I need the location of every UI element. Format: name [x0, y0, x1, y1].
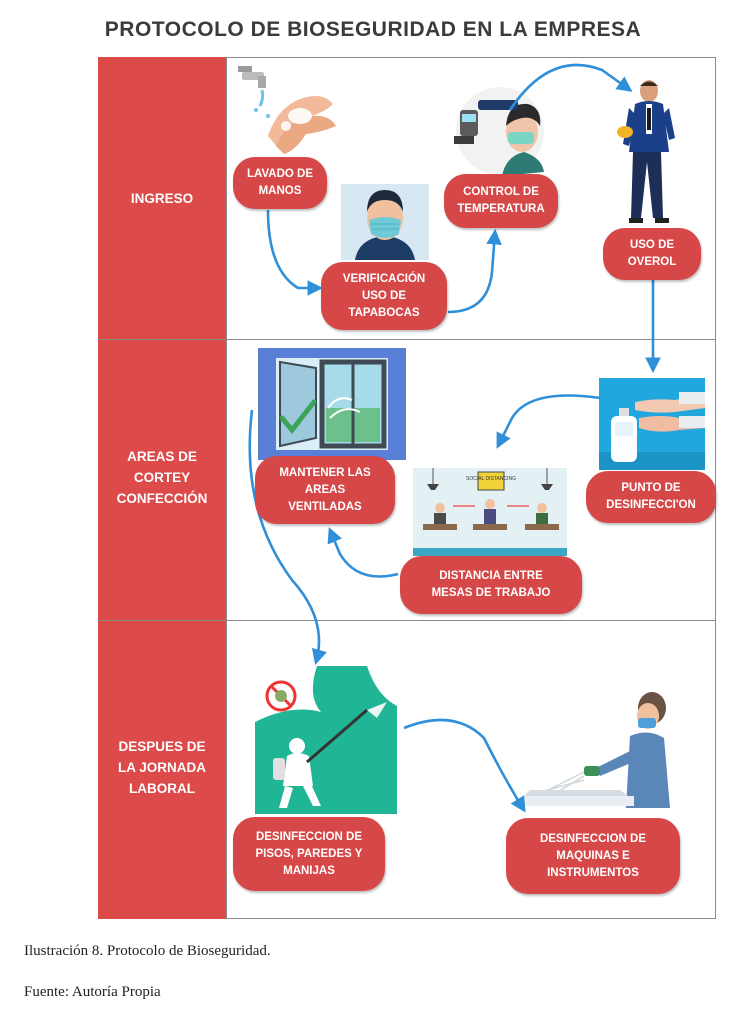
step-lavado-de-manos: LAVADO DE MANOS	[233, 157, 327, 209]
divider	[226, 57, 227, 919]
step-distancia-mesas: DISTANCIA ENTRE MESAS DE TRABAJO	[400, 556, 582, 614]
section-label-despues: DESPUES DE LA JORNADA LABORAL	[117, 739, 206, 796]
hand-washing-icon	[238, 66, 338, 161]
floor-disinfection-icon	[255, 666, 397, 814]
distanced-desks-icon: SOCIAL DISTANCING	[413, 468, 567, 556]
page-title: PROTOCOLO DE BIOSEGURIDAD EN LA EMPRESA	[104, 18, 642, 41]
step-control-temperatura: CONTROL DE TEMPERATURA	[444, 174, 558, 228]
row-divider	[98, 620, 716, 621]
step-mantener-ventiladas: MANTENER LAS AREAS VENTILADAS	[255, 456, 395, 524]
thermometer-check-icon	[450, 86, 550, 176]
ventilated-window-icon	[258, 348, 406, 460]
sidebar	[98, 57, 226, 919]
machine-disinfection-icon	[520, 686, 686, 810]
step-desinfeccion-maquinas: DESINFECCION DE MAQUINAS E INSTRUMENTOS	[506, 818, 680, 894]
sign-text: SOCIAL DISTANCING	[466, 476, 516, 482]
caption-source: Fuente: Autoría Propia	[24, 984, 161, 1000]
step-verificacion-tapabocas: VERIFICACIÓN USO DE TAPABOCAS	[321, 262, 447, 330]
step-punto-desinfeccion: PUNTO DE DESINFECCI'ON	[586, 471, 716, 523]
step-uso-overol: USO DE OVEROL	[603, 228, 701, 280]
row-divider	[98, 339, 716, 340]
step-desinfeccion-pisos: DESINFECCION DE PISOS, PAREDES Y MANIJAS	[233, 817, 385, 891]
sanitizer-dispenser-icon	[599, 378, 705, 470]
section-label-ingreso: INGRESO	[130, 191, 194, 206]
caption-illustration: Ilustración 8. Protocolo de Bioseguridad…	[24, 943, 271, 959]
face-mask-icon	[341, 184, 429, 260]
worker-overall-icon	[617, 78, 681, 228]
section-label-areas: AREAS DE CORTEY CONFECCIÓN	[116, 449, 208, 506]
